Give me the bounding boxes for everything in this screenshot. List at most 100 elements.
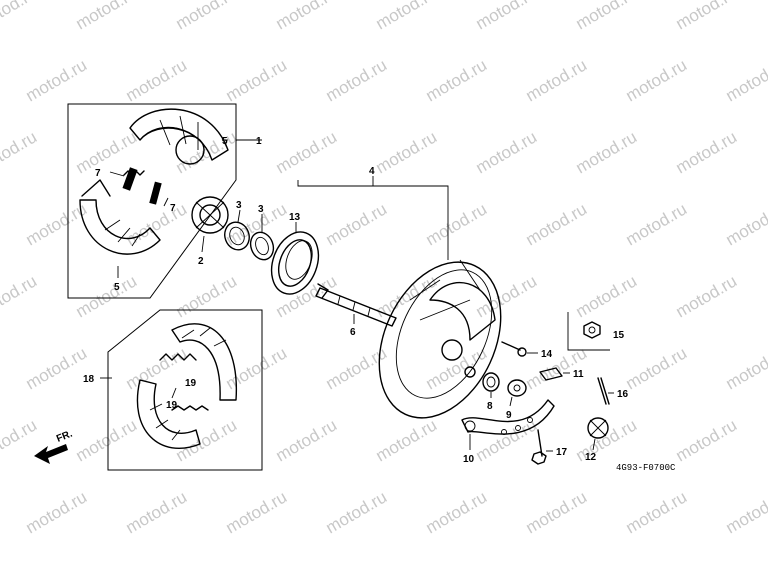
- callout-3-right: 3: [258, 204, 264, 215]
- watermark-text: motod.ru: [323, 487, 391, 537]
- watermark-text: motod.ru: [323, 55, 391, 105]
- watermark-text: motod.ru: [523, 487, 591, 537]
- brake-shoe-lower: [79, 179, 161, 255]
- watermark-text: motod.ru: [173, 415, 241, 465]
- watermark-text: motod.ru: [723, 55, 768, 105]
- watermark-text: motod.ru: [473, 415, 541, 465]
- bolt-17: [531, 429, 553, 465]
- watermark-text: motod.ru: [73, 271, 141, 321]
- watermark-text: motod.ru: [173, 0, 241, 33]
- watermark-text: motod.ru: [323, 199, 391, 249]
- watermark-text: motod.ru: [673, 0, 741, 33]
- watermark-text: motod.ru: [623, 343, 691, 393]
- watermark-text: motod.ru: [573, 0, 641, 33]
- lower-brake-shoe-panel: [107, 309, 263, 471]
- callout-3-left: 3: [236, 200, 242, 211]
- watermark-text: motod.ru: [673, 415, 741, 465]
- watermark-text: motod.ru: [723, 487, 768, 537]
- washer-8: [482, 372, 500, 398]
- watermark-text: motod.ru: [373, 415, 441, 465]
- watermark-text: motod.ru: [73, 0, 141, 33]
- washer-b: [249, 231, 275, 261]
- brake-shoe-upper: [129, 108, 229, 165]
- arm-9: [507, 379, 527, 407]
- watermark-text: motod.ru: [423, 487, 491, 537]
- watermark-text: motod.ru: [73, 415, 141, 465]
- leader-lines: [100, 139, 297, 399]
- watermark-text: motod.ru: [473, 0, 541, 33]
- nut-15: [567, 312, 610, 351]
- callout-9: 9: [506, 410, 512, 421]
- watermark-text: motod.ru: [173, 127, 241, 177]
- front-direction-arrow: [34, 444, 68, 464]
- callout-4: 4: [369, 166, 375, 177]
- panel-bracket-4: [297, 176, 449, 260]
- callout-7-left: 7: [95, 168, 101, 179]
- washer-a: [224, 221, 250, 251]
- watermark-text: motod.ru: [523, 199, 591, 249]
- watermark-text: motod.ru: [223, 55, 291, 105]
- brake-spring-left: [122, 167, 145, 191]
- callout-5-bottom: 5: [114, 282, 120, 293]
- pin-16: [597, 377, 614, 405]
- watermark-text: motod.ru: [623, 487, 691, 537]
- watermark-text: motod.ru: [623, 199, 691, 249]
- watermark-text: motod.ru: [223, 487, 291, 537]
- callout-19-left: 19: [166, 400, 178, 411]
- brake-camshaft: [315, 283, 397, 327]
- watermark-text: motod.ru: [673, 127, 741, 177]
- watermark-text: motod.ru: [373, 271, 441, 321]
- callout-19-right: 19: [185, 378, 197, 389]
- callout-14: 14: [541, 349, 553, 360]
- callout-8: 8: [487, 401, 493, 412]
- watermark-text: motod.ru: [423, 55, 491, 105]
- watermark-text: motod.ru: [473, 127, 541, 177]
- watermark-text: motod.ru: [523, 55, 591, 105]
- watermark-text: motod.ru: [273, 415, 341, 465]
- watermark-text: motod.ru: [173, 271, 241, 321]
- callout-12: 12: [585, 452, 597, 463]
- diagram-code: 4G93-F0700C: [616, 463, 676, 473]
- joint-12: [587, 417, 609, 451]
- bolt-14: [501, 341, 538, 357]
- brake-spring-right: [149, 181, 162, 205]
- watermark-text: motod.ru: [423, 199, 491, 249]
- upper-brake-shoe-panel: [67, 103, 262, 299]
- indicator-plate-11: [539, 367, 570, 381]
- callout-10: 10: [463, 454, 475, 465]
- watermark-text: motod.ru: [273, 0, 341, 33]
- brake-panel: [378, 259, 502, 419]
- callout-18: 18: [83, 374, 95, 385]
- watermark-text: motod.ru: [0, 271, 40, 321]
- callout-16: 16: [617, 389, 629, 400]
- watermark-text: motod.ru: [23, 55, 91, 105]
- watermark-text: motod.ru: [123, 199, 191, 249]
- watermark-text: motod.ru: [373, 0, 441, 33]
- watermark-text: motod.ru: [373, 127, 441, 177]
- watermark-text: motod.ru: [123, 487, 191, 537]
- callout-11: 11: [573, 369, 584, 380]
- brake-shoe-set-18: [136, 323, 238, 449]
- watermark-layer: motod.ru motod.ru motod.ru motod.ru motod.ru…: [0, 0, 768, 537]
- callout-17: 17: [556, 447, 568, 458]
- callout-5-top: 5: [222, 136, 228, 147]
- brake-arm-10: [461, 399, 555, 450]
- callout-7-right: 7: [170, 203, 176, 214]
- watermark-text: motod.ru: [123, 343, 191, 393]
- watermark-text: motod.ru: [273, 127, 341, 177]
- callout-6: 6: [350, 327, 356, 338]
- oil-seal: [270, 231, 320, 295]
- callout-15: 15: [613, 330, 625, 341]
- watermark-text: motod.ru: [273, 271, 341, 321]
- watermark-text: motod.ru: [473, 271, 541, 321]
- watermark-text: motod.ru: [723, 343, 768, 393]
- watermark-text: motod.ru: [23, 487, 91, 537]
- watermark-text: motod.ru: [573, 271, 641, 321]
- callout-1: 1: [256, 136, 262, 147]
- callout-2: 2: [198, 256, 204, 267]
- watermark-text: motod.ru: [0, 127, 40, 177]
- front-direction-label: FR.: [55, 428, 74, 444]
- watermark-text: motod.ru: [123, 55, 191, 105]
- watermark-text: motod.ru: [23, 343, 91, 393]
